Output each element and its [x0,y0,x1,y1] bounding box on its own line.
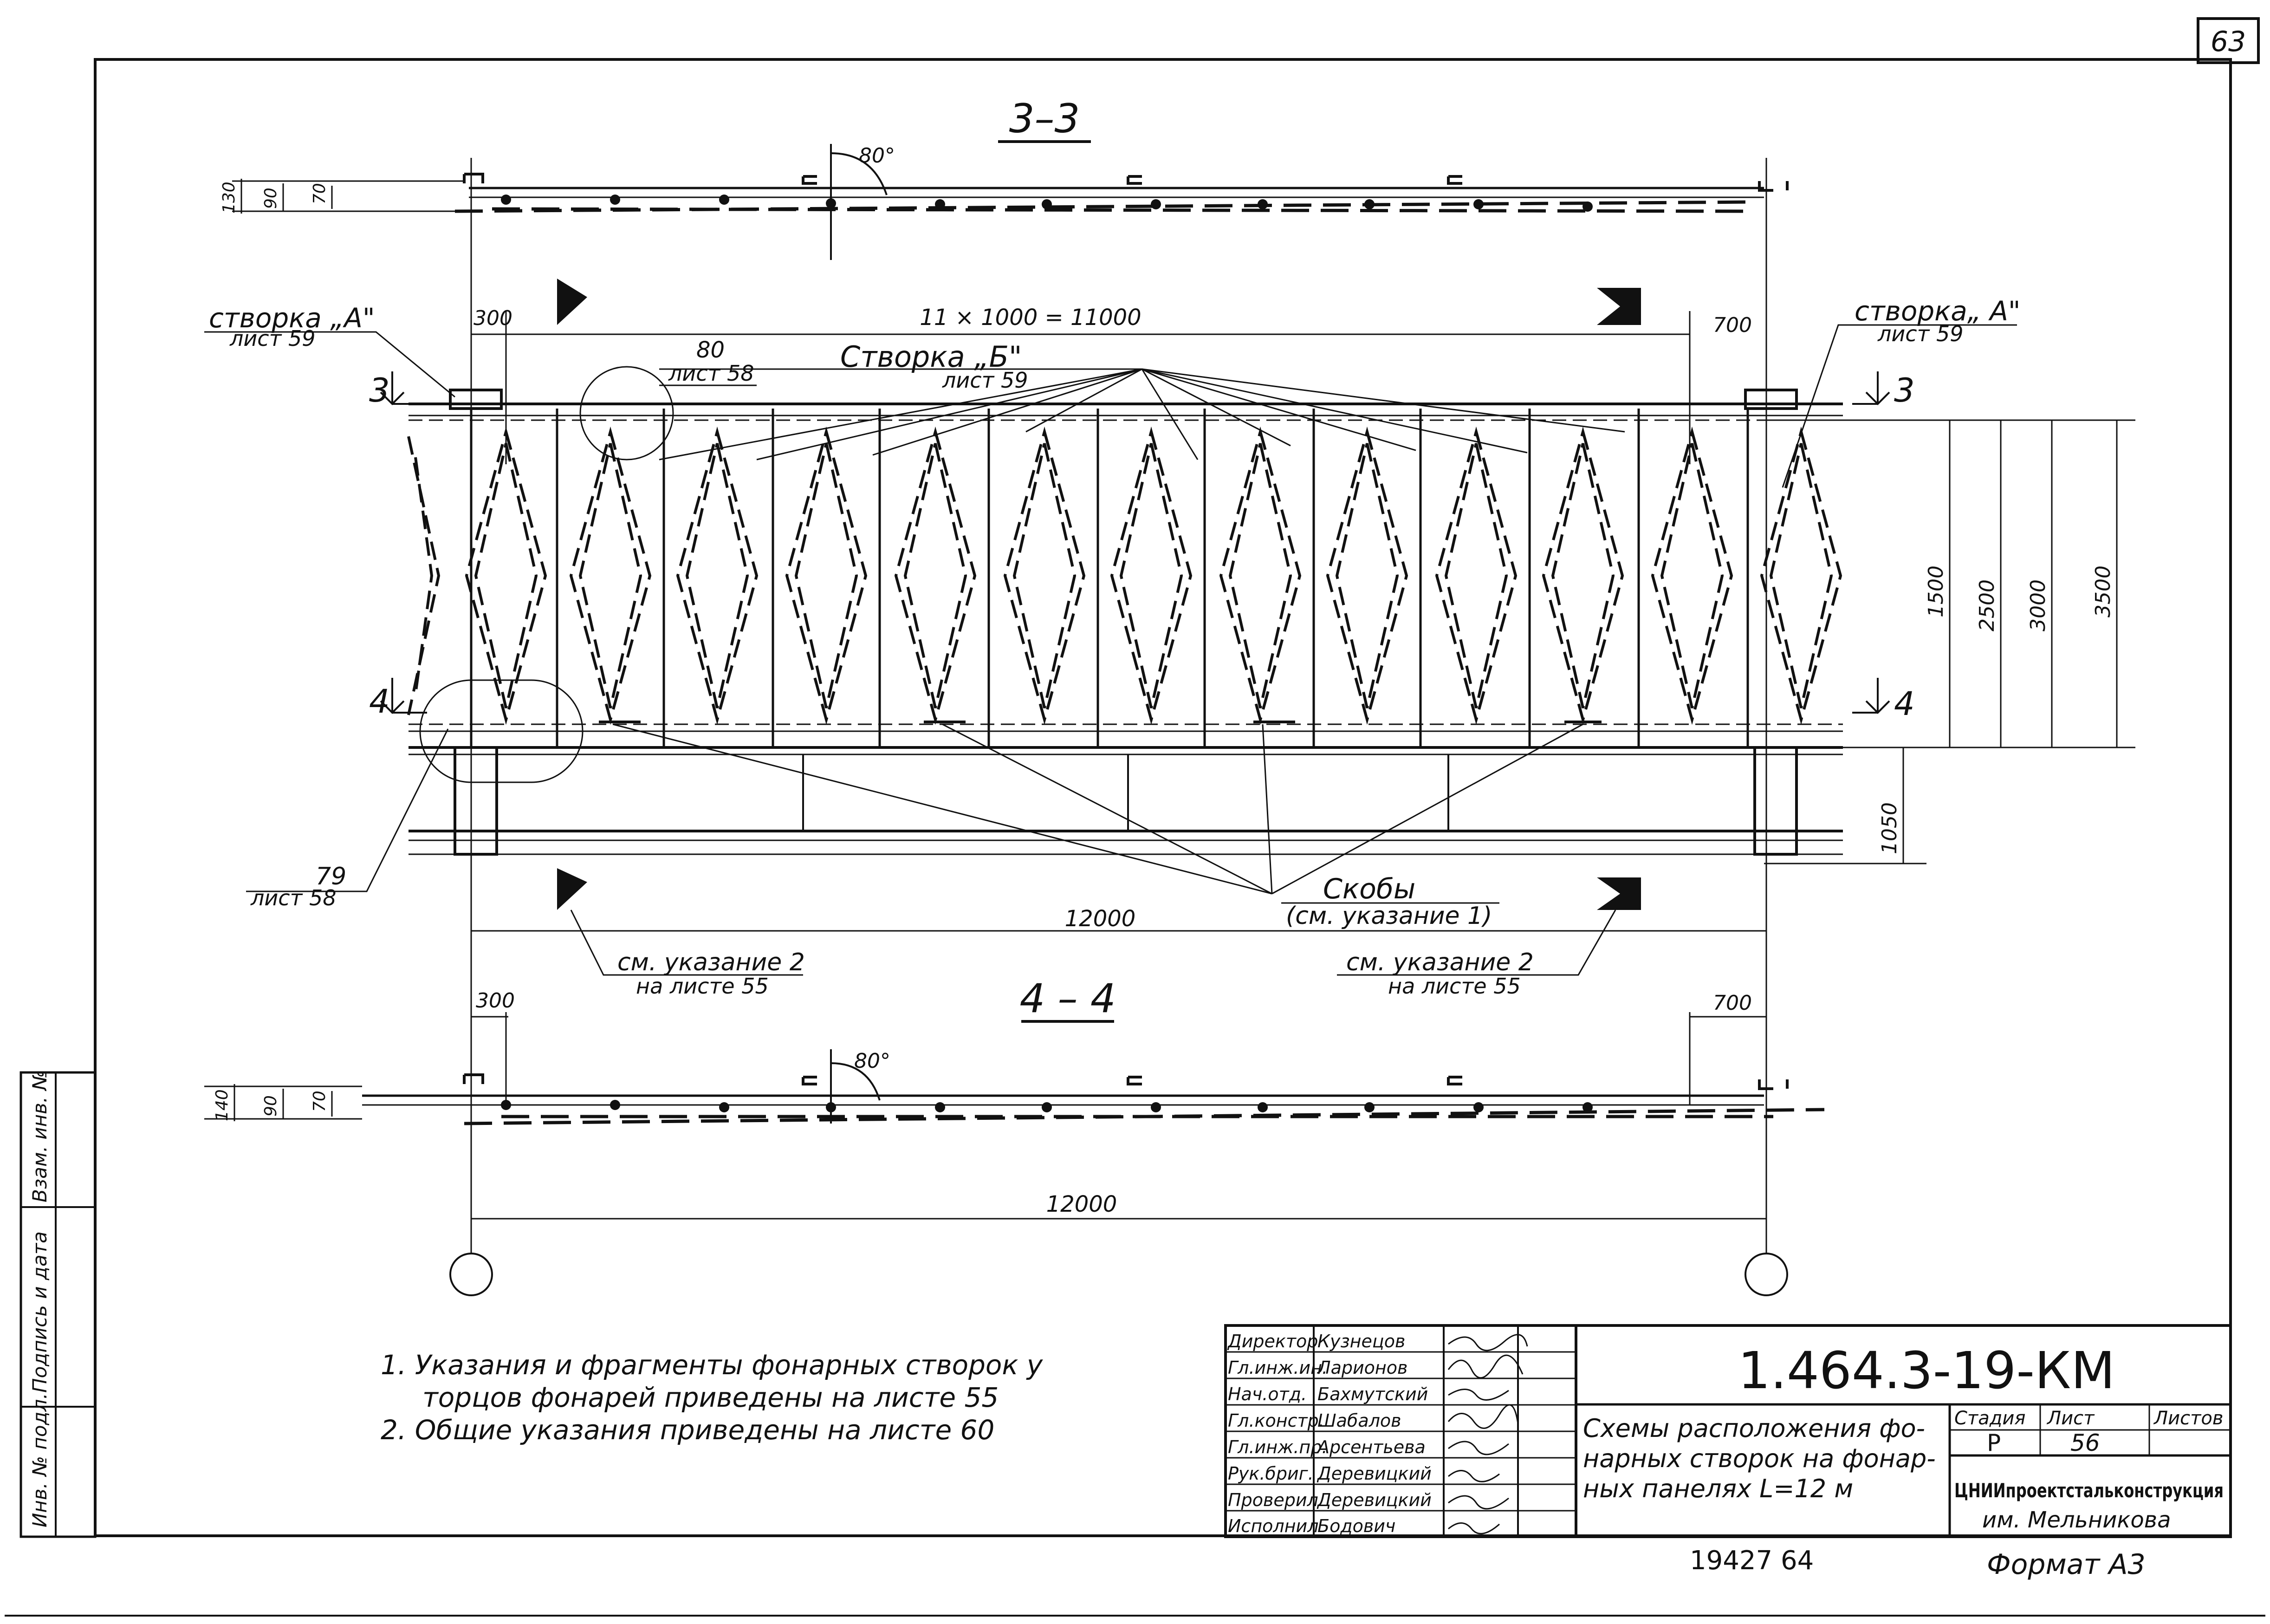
inventory-number: 19427 64 [1690,1546,1814,1576]
dim-1050: 1050 [1878,802,1901,854]
doc-desc-3: ных панелях L=12 м [1583,1474,1853,1503]
section-4-4-title: 4 – 4 [1019,975,1116,1022]
note-2: 2. Общие указания приведены на листе 60 [381,1414,994,1446]
tb-name-6: Деревицкий [1317,1490,1432,1510]
dim-12000-a: 12000 [1065,906,1136,932]
section-3-3-title: 3–3 [1009,96,1080,142]
notes: 1. Указания и фрагменты фонарных створок… [381,1349,1043,1446]
tb-role-2: Нач.отд. [1228,1384,1307,1404]
callout-b-sheet: лист 59 [942,368,1028,393]
tb-name-0: Кузнецов [1317,1331,1405,1351]
dim-700-bottom: 700 [1713,991,1752,1015]
tb-role-0: Директор [1227,1331,1318,1351]
org-name: ЦНИИпроектстальконструкция [1954,1479,2224,1502]
dim-4-4-70: 70 [310,1091,329,1112]
tb-name-4: Арсентьева [1316,1437,1426,1457]
dim-300-bottom: 300 [476,989,515,1013]
left-flag-bottom [557,868,587,910]
right-flag-top [1597,288,1641,325]
see-note-left: см. указание 2 [617,948,805,976]
see-note-right-sheet: на листе 55 [1388,974,1521,999]
title-block: Директор Гл.инж.ин. Нач.отд. Гл.констр. … [1224,1324,2232,1538]
tb-role-5: Рук.бриг. [1228,1463,1314,1484]
angle-3-3: 80° [859,144,895,168]
dim-12000-b: 12000 [1046,1191,1117,1217]
tb-role-4: Гл.инж.пр. [1228,1437,1327,1457]
dim-2500: 2500 [1975,579,1999,631]
cut-3-right: 3 [1894,371,1915,409]
tb-name-2: Бахмутский [1317,1384,1428,1404]
tb-name-5: Деревицкий [1317,1463,1432,1484]
note-1-line-1: 1. Указания и фрагменты фонарных створок… [381,1349,1043,1381]
stamp-vzam-inv: Взам. инв. № [28,1070,51,1202]
section-4-4: 4 – 4 300 700 80° 140 90 70 [204,975,1825,1296]
doc-code: 1.464.3-19-КМ [1738,1341,2115,1400]
section-3-3: 3–3 80° 130 90 70 [220,96,1789,260]
page-number: 63 [2211,26,2246,58]
sheets-label: Листов [2153,1408,2223,1429]
dim-spacing: 11 × 1000 = 11000 [920,305,1141,331]
dim-700-top: 700 [1713,313,1752,337]
stamp-signature-date: Подпись и дата [28,1231,51,1393]
tb-name-7: Бодович [1317,1516,1395,1536]
dim-3-3-70: 70 [310,183,329,204]
side-stamp: Инв. № подл. Подпись и дата Взам. инв. № [19,1070,97,1538]
see-note-right: см. указание 2 [1346,948,1534,976]
left-flag-top [557,279,587,325]
doc-desc-2: нарных створок на фонар- [1583,1444,1936,1473]
tb-role-6: Проверил [1228,1490,1318,1510]
callout-right-a: створка„ А" [1855,295,2021,327]
main-elevation: 11 × 1000 = 11000 300 700 [204,158,2135,1254]
dim-4-4-140: 140 [213,1089,232,1121]
dim-3000: 3000 [2026,579,2050,631]
signatures [1447,1334,1528,1534]
callout-79-sheet: лист 58 [250,885,337,910]
axis-marker-left [449,1253,493,1296]
dim-3500: 3500 [2091,565,2115,617]
tb-role-1: Гл.инж.ин. [1228,1358,1328,1378]
stage-value: Р [1987,1429,2001,1456]
brackets-label: Скобы [1323,873,1415,905]
doc-desc-1: Схемы расположения фо- [1583,1414,1925,1443]
sheet-value: 56 [2070,1429,2100,1456]
cut-4-right: 4 [1894,685,1915,723]
dim-4-4-90: 90 [261,1095,280,1117]
tb-name-3: Шабалов [1317,1410,1401,1431]
angle-4-4: 80° [854,1049,890,1073]
format-label: Формат А3 [1987,1548,2146,1581]
right-flag-bottom [1597,877,1641,910]
tb-role-7: Исполнил [1228,1516,1319,1536]
brackets-note: (см. указание 1) [1286,902,1492,930]
see-note-left-sheet: на листе 55 [636,974,769,999]
dim-1500: 1500 [1924,565,1948,617]
note-1-line-2: торцов фонарей приведены на листе 55 [422,1382,999,1413]
page-number-box [2197,17,2260,64]
tb-role-3: Гл.констр. [1228,1410,1324,1431]
axis-marker-right [1745,1253,1788,1296]
org-line-2: им. Мельникова [1982,1507,2171,1533]
drawing-frame [94,58,2232,1537]
cut-3-left: 3 [369,371,390,409]
dim-300-top: 300 [473,306,512,330]
cut-4-left: 4 [369,682,390,721]
dim-3-3-130: 130 [220,182,239,214]
stage-label: Стадия [1954,1408,2025,1429]
callout-left-a-sheet: лист 59 [229,326,316,351]
tb-name-1: Ларионов [1317,1358,1407,1378]
callout-79: 79 [316,863,346,890]
callout-80-sheet: лист 58 [668,361,754,386]
callout-left-a: створка „А" [209,302,375,334]
dim-3-3-90: 90 [261,188,280,209]
stamp-inv-podl: Инв. № подл. [28,1393,51,1527]
callout-b: Створка „Б" [840,340,1022,374]
callout-80: 80 [696,337,725,363]
sheet-label: Лист [2046,1408,2095,1429]
